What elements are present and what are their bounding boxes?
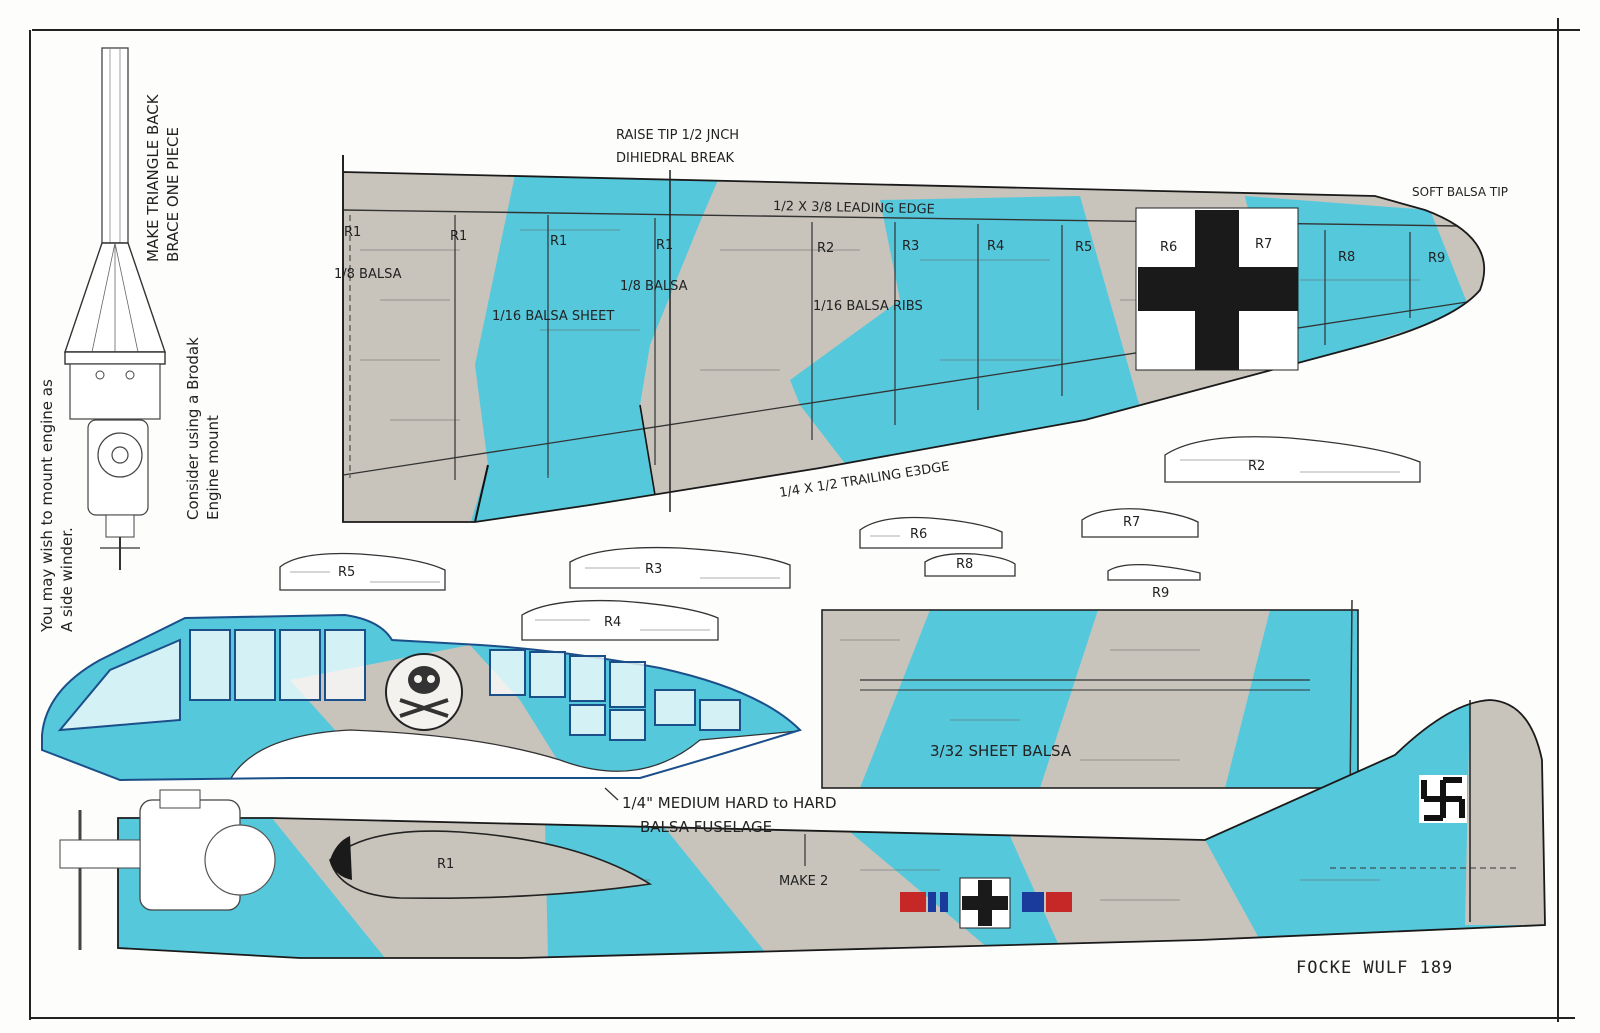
soft-tip-label: SOFT BALSA TIP: [1412, 185, 1508, 199]
rib-r6: R6: [859, 516, 1003, 549]
stabilizer-label: 3/32 SHEET BALSA: [930, 742, 1072, 760]
triangle-brace-note-1: MAKE TRIANGLE BACK: [144, 93, 162, 262]
engine-mount-drawing: [64, 47, 166, 570]
balsa-sheet-label: 1/16 BALSA SHEET: [492, 309, 614, 324]
svg-text:R9: R9: [1152, 586, 1169, 601]
wing-root-airfoil: [329, 830, 653, 900]
balsa-18-left-label: 1/8 BALSA: [334, 267, 402, 282]
rib-r2: R2: [1164, 436, 1421, 483]
wing-rib-labels: R1 R1 R1 R1 R2 R3 R4 R5 R6 R7 R8 R9: [344, 225, 1445, 266]
svg-text:R5: R5: [338, 565, 355, 580]
brodak-note-2: Engine mount: [204, 415, 222, 520]
fuselage-note-1: 1/4" MEDIUM HARD to HARD: [622, 794, 837, 812]
triangle-brace-note-2: BRACE ONE PIECE: [164, 127, 182, 262]
wing-rib-label: R7: [1255, 237, 1272, 252]
rib-templates: R2 R3 R4 R5 R6 R7 R8: [279, 436, 1421, 641]
leading-edge-label: 1/2 X 3/8 LEADING EDGE: [773, 199, 935, 217]
brodak-note-1: Consider using a Brodak: [184, 337, 202, 520]
fuselage-cross-insignia: [900, 877, 1072, 929]
airfoil-leading-edge: [330, 836, 352, 880]
dihedral-note-1: RAISE TIP 1/2 JNCH: [616, 128, 739, 143]
wing-rib-label: R5: [1075, 240, 1092, 255]
wing-rib-label: R1: [656, 238, 673, 253]
tail-marking: [1419, 775, 1467, 823]
rib-r3: R3: [569, 546, 791, 589]
fuselage-outline: [117, 699, 1546, 959]
rib-r4: R4: [521, 599, 719, 641]
stabilizer-panel: [822, 610, 1358, 788]
stabilizer-hinge: [1349, 599, 1353, 801]
fuselage-note-leader: [604, 787, 619, 801]
rib-r5: R5: [279, 552, 446, 591]
skull-emblem: [385, 653, 463, 731]
rib-r7: R7: [1081, 508, 1199, 538]
svg-text:R2: R2: [1248, 459, 1265, 474]
canopy-window-frames: [57, 629, 741, 741]
make-two-label: MAKE 2: [779, 874, 828, 889]
dihedral-note-2: DIHIEDRAL BREAK: [616, 151, 735, 166]
stabilizer-outline: [821, 609, 1359, 789]
wing-outline: [342, 171, 1485, 523]
engine-side-view: [59, 789, 276, 950]
plan-title: FOCKE WULF 189: [1296, 958, 1453, 978]
svg-text:R8: R8: [956, 557, 973, 572]
wing-balkenkreuz-insignia: [1135, 207, 1299, 371]
rib-r9: R9: [1107, 563, 1201, 601]
wing-rib-label: R1: [550, 234, 567, 249]
wing-rib-label: R9: [1428, 251, 1445, 266]
svg-text:R7: R7: [1123, 515, 1140, 530]
rib-r8: R8: [924, 553, 1016, 577]
fuselage-r1-label: R1: [437, 857, 454, 872]
wing-rib-label: R2: [817, 241, 834, 256]
balsa-ribs-label: 1/16 BALSA RIBS: [813, 299, 923, 314]
wing-rib-label: R1: [344, 225, 361, 240]
wing-rib-label: R3: [902, 239, 919, 254]
wing-rib-label: R6: [1160, 240, 1177, 255]
side-winder-note-1: You may wish to mount engine as: [38, 379, 56, 633]
svg-text:R6: R6: [910, 527, 927, 542]
wing-rib-label: R8: [1338, 250, 1355, 265]
canopy-outline: [41, 613, 802, 782]
side-winder-note-2: A side winder.: [58, 527, 76, 632]
svg-text:R3: R3: [645, 562, 662, 577]
balsa-18-mid-label: 1/8 BALSA: [620, 279, 688, 294]
fuselage-note-2: BALSA FUSELAGE: [640, 818, 772, 836]
svg-text:R4: R4: [604, 615, 621, 630]
wing-rib-label: R4: [987, 239, 1004, 254]
wing-rib-label: R1: [450, 229, 467, 244]
